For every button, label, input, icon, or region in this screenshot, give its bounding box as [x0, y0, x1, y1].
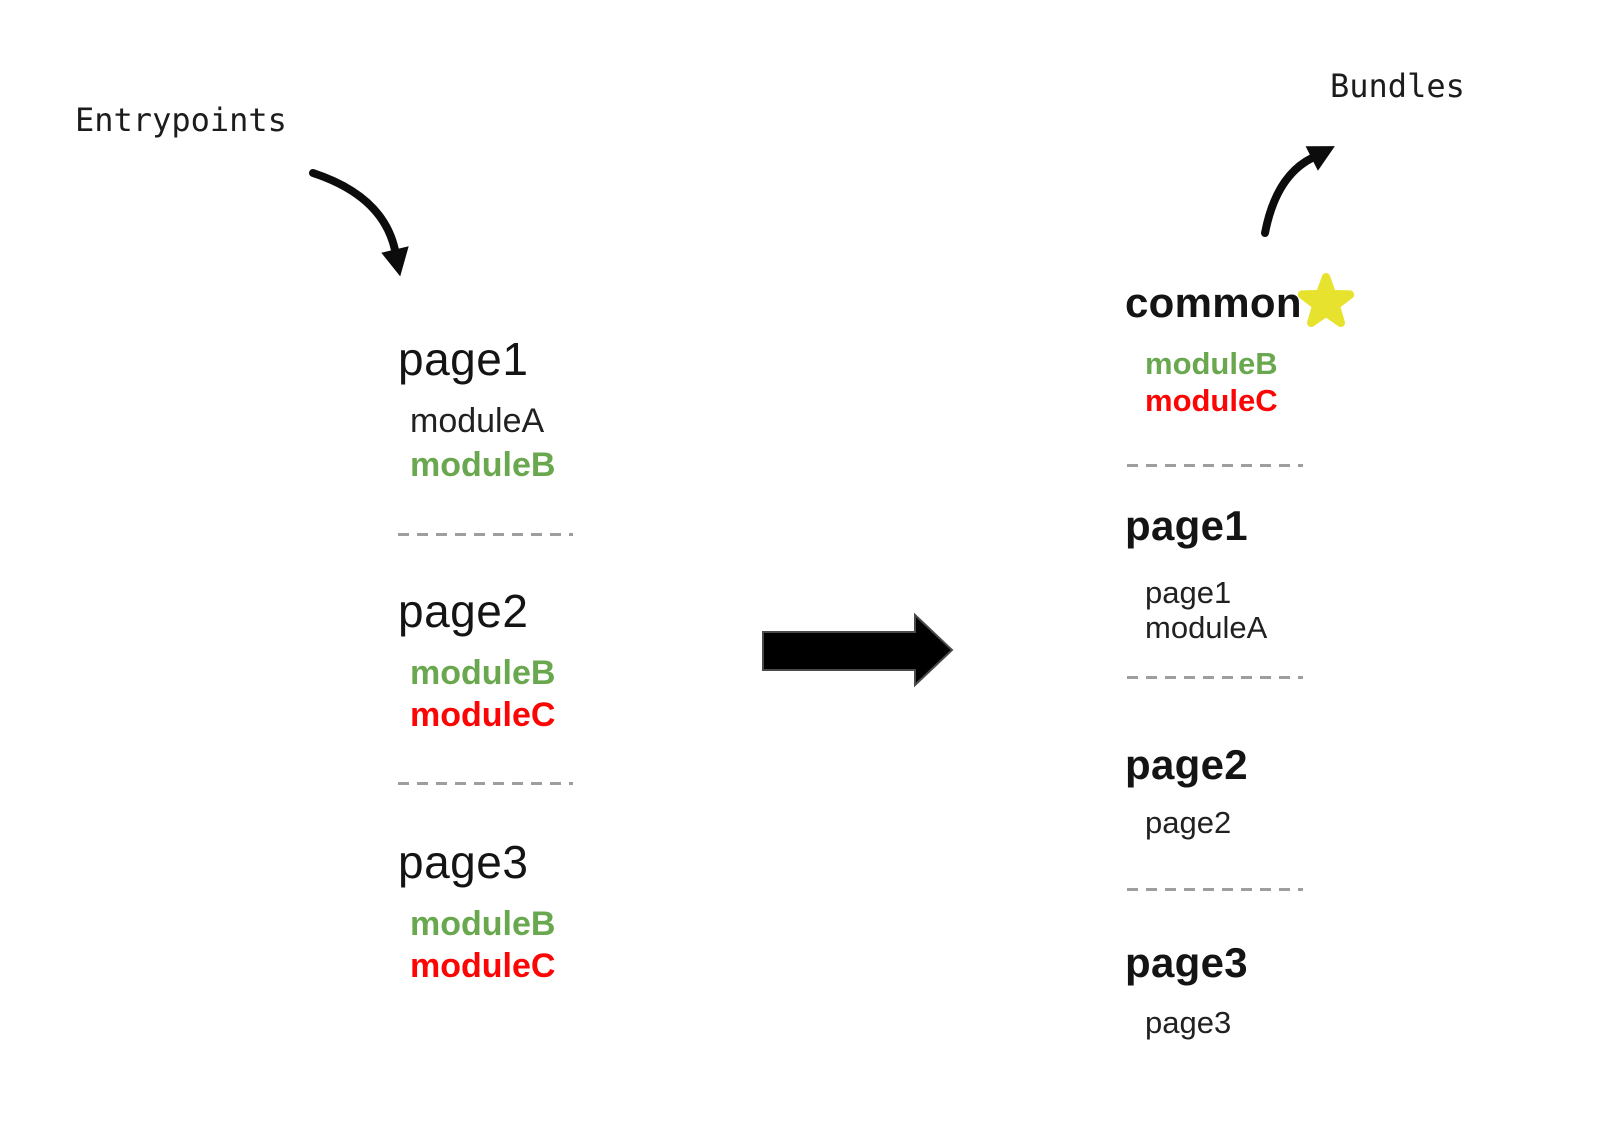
- module-label: moduleC: [410, 947, 556, 985]
- module-label: moduleC: [410, 696, 556, 734]
- module-label: moduleC: [1145, 383, 1278, 418]
- star-icon: [1297, 273, 1355, 327]
- curved-arrow-down-icon: [309, 169, 409, 277]
- module-label: moduleA: [410, 402, 545, 440]
- bundle-section-title: page1: [1125, 502, 1248, 549]
- module-label: page1: [1145, 575, 1232, 610]
- dashed-divider: [398, 533, 573, 536]
- entrypoints-label: Entrypoints: [75, 101, 287, 139]
- block-arrow-right-icon: [762, 612, 954, 688]
- module-label: moduleB: [410, 905, 556, 943]
- entry-section-title: page1: [398, 333, 529, 385]
- entry-section-title: page2: [398, 585, 529, 637]
- dashed-divider: [1127, 464, 1303, 467]
- bundle-section-title: page2: [1125, 741, 1248, 788]
- dashed-divider: [1127, 676, 1303, 679]
- dashed-divider: [398, 782, 573, 785]
- module-label: moduleB: [1145, 346, 1278, 381]
- module-label: moduleA: [1145, 610, 1268, 645]
- module-label: moduleB: [410, 446, 556, 484]
- entry-section-title: page3: [398, 836, 529, 888]
- curved-arrow-up-icon: [1261, 146, 1335, 237]
- bundles-label: Bundles: [1330, 67, 1465, 105]
- bundle-section-title: common: [1125, 279, 1302, 326]
- module-label: page3: [1145, 1005, 1232, 1040]
- bundle-section-title: page3: [1125, 939, 1248, 986]
- dashed-divider: [1127, 888, 1303, 891]
- module-label: page2: [1145, 805, 1232, 840]
- module-label: moduleB: [410, 654, 556, 692]
